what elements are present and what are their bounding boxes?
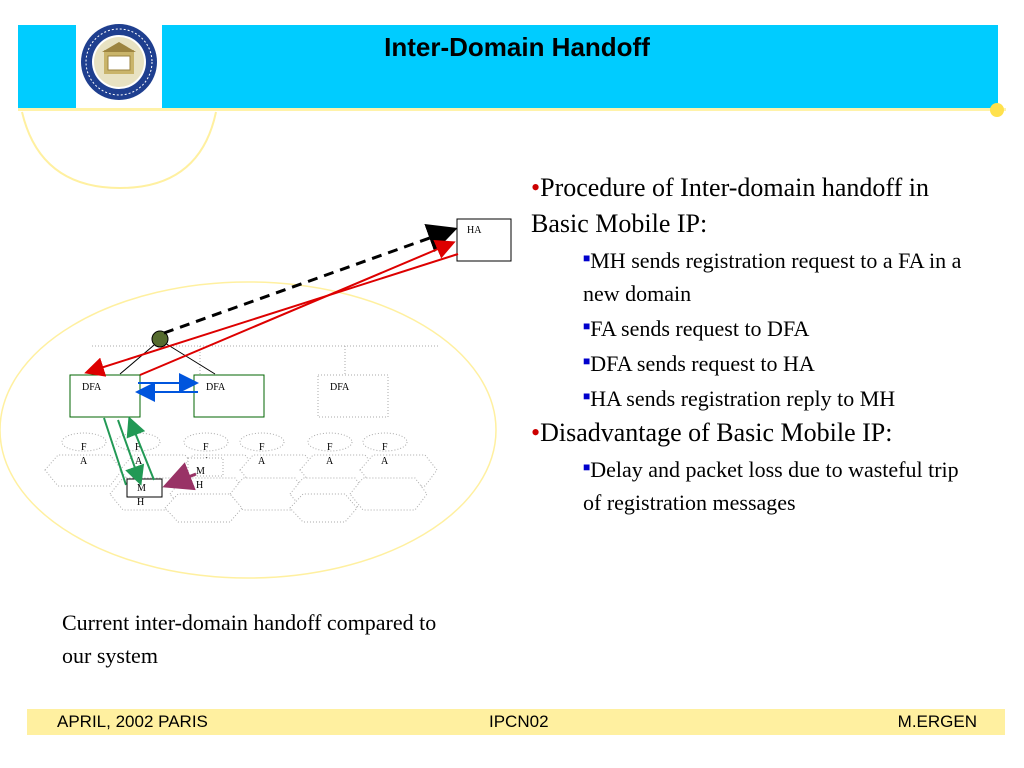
dfa-label: DFA [206,382,226,393]
header-band [18,25,998,108]
mh-new-label: H [196,480,203,491]
bullet-main: •Procedure of Inter-domain handoff in Ba… [531,170,976,242]
bullet-sub: ■HA sends registration reply to MH [531,380,976,415]
ha-box [456,218,512,262]
footer-left: APRIL, 2002 PARIS [57,712,208,731]
bullet-text: FA sends request to DFA [590,316,810,341]
mh-new-box [187,457,224,477]
dfa-box [317,374,389,418]
square-bullet-icon: ■ [583,389,591,403]
fa-node [362,432,408,452]
deco-dot [990,103,1004,117]
fa-label-bottom: A [326,456,334,467]
bullet-text: Disadvantage of Basic Mobile IP: [540,418,893,447]
square-bullet-icon: ■ [583,460,591,474]
dfa-label: DFA [82,382,102,393]
bullet-list: •Procedure of Inter-domain handoff in Ba… [531,170,976,519]
root-node [151,330,169,348]
bullet-text: HA sends registration reply to MH [590,386,896,411]
logo-box [76,10,162,110]
bullet-text: Delay and packet loss due to wasteful tr… [583,457,959,515]
fa-label-bottom: A [258,456,266,467]
bullet-sub: ■DFA sends request to HA [531,345,976,380]
footer-right: M.ERGEN [897,712,977,731]
square-bullet-icon: ■ [583,354,591,368]
diagram-caption: Current inter-domain handoff compared to… [62,610,437,668]
square-bullet-icon: ■ [583,251,591,265]
reply-arrow [84,253,459,377]
ha-label: HA [467,225,482,236]
bullet-sub: ■FA sends request to DFA [531,310,976,345]
footer-center: IPCN02 [489,712,549,731]
root-link [119,339,161,375]
university-seal-icon [81,24,157,100]
green-arrow-down [103,417,127,486]
mh-new-label: M [196,466,205,477]
root-link [159,339,216,375]
fa-label-top: F [135,442,141,453]
coverage-ellipse [0,281,497,579]
deco-arc [21,111,217,190]
fa-label-top: F [327,442,333,453]
fa-label-top: F [259,442,265,453]
fa-label-top: F [382,442,388,453]
bullet-text: DFA sends request to HA [590,351,815,376]
fa-label-top: F [203,442,209,453]
square-bullet-icon: ■ [583,319,591,333]
bullet-sub: ■MH sends registration request to a FA i… [531,242,976,310]
footer: APRIL, 2002 PARIS IPCN02 M.ERGEN [27,709,1005,735]
bullet-dot: • [531,173,541,202]
page-title: Inter-Domain Handoff [384,32,650,62]
dfa-box [69,374,141,418]
request-arrow [139,240,456,376]
fa-node [239,432,285,452]
bullet-text: MH sends registration request to a FA in… [583,248,962,306]
fa-label-bottom: A [135,456,143,467]
fa-node [61,432,107,452]
dfa-label: DFA [330,382,350,393]
dfa-box [193,374,265,418]
bullet-sub: ■Delay and packet loss due to wasteful t… [531,451,976,519]
mh-old-label: M [137,483,146,494]
move-arrow [162,462,197,491]
fa-label-top: F [81,442,87,453]
bullet-text: Procedure of Inter-domain handoff in Bas… [531,173,929,238]
fa-label-bottom: A [381,456,389,467]
fa-node [183,432,229,452]
deco-line [18,108,1006,111]
bullet-main: •Disadvantage of Basic Mobile IP: [531,415,976,451]
fa-label-bottom: A [80,456,88,467]
bullet-dot: • [531,418,541,447]
hex-cells [44,454,438,523]
mh-old-label: H [137,497,144,508]
green-arrow-down [117,419,145,486]
fa-node [307,432,353,452]
green-arrow-up [126,416,155,481]
